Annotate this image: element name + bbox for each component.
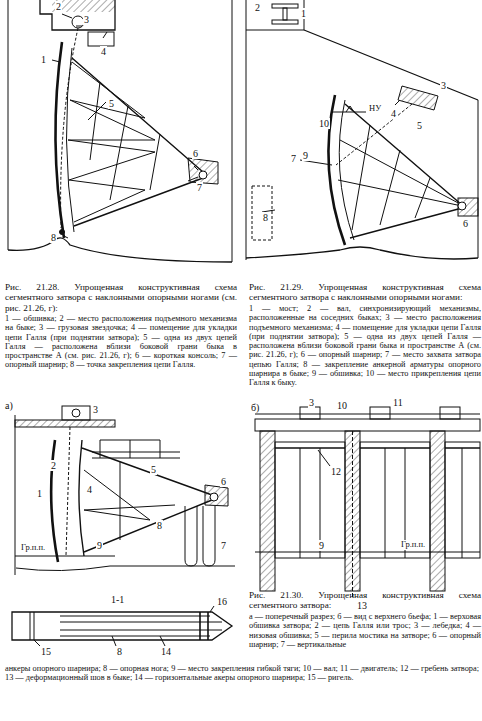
callout-number: 2 [55,1,62,12]
callout-number: 3 [92,404,99,415]
callout-number: 13 [356,600,368,611]
callout-number: 6 [220,476,227,487]
callout-number: 3 [83,14,90,25]
callout-number: 2 [50,460,57,471]
caption-text: а — поперечный разрез; б — вид с верхнег… [248,612,482,649]
callout-number: 9 [318,540,325,551]
callout-number: 11 [392,397,404,408]
callout-number: 4 [390,108,397,119]
callout-number: 5 [108,98,115,109]
caption-text: 1 — мост; 2 — вал, синхронизирующий меха… [248,304,482,388]
callout-number: 7 [290,153,297,164]
callout-number: 1 [40,54,47,65]
callout-number: 4 [86,484,93,495]
caption-text: 1 — обшивка; 2 — место расположения подъ… [4,314,238,370]
fig-21-29 [246,0,478,260]
section-1-1 [12,606,232,646]
callout-number: Гр.п.п. [400,540,426,550]
fig-21-30-b [255,407,480,598]
caption-text: Рис. 21.30. Упрощенная конструктивная сх… [248,590,482,611]
callout-number: 5 [150,464,157,475]
callout-number: 6 [462,218,469,229]
callout-number: 15 [40,646,52,657]
callout-number: 1 [300,8,307,19]
fig-21-30-a [15,406,235,575]
caption-text: Рис. 21.29. Упрощенная конструктивная сх… [248,282,482,303]
fig-21-28 [8,0,232,262]
callout-number: 4 [100,46,107,57]
callout-number: 10 [318,118,330,129]
callout-number: 7 [220,540,227,551]
caption-text: анкеры опорного шарнира; 8 — опорная ног… [4,664,480,683]
callout-number: 8 [156,520,163,531]
caption-text: Рис. 21.28. Упрощенная конструктивная сх… [4,282,238,313]
callout-number: 1 [36,488,43,499]
callout-number: 2 [254,2,261,13]
callout-number: Гр.п.п. [20,543,46,553]
callout-number: а) [4,400,14,411]
callout-number: 3 [440,80,447,91]
callout-number: 1-1 [110,594,125,605]
callout-number: 8 [116,646,123,657]
callout-number: 14 [160,646,172,657]
callout-number: НУ [368,104,382,114]
callout-number: 12 [330,466,342,477]
callout-number: 9 [96,540,103,551]
callout-number: 5 [416,120,423,131]
callout-number: 9 [302,150,309,161]
callout-number: 7 [196,182,203,193]
callout-number: 6 [192,148,199,159]
callout-number: б) [250,402,260,413]
callout-number: 16 [216,596,228,607]
callout-number: 8 [262,212,269,223]
callout-number: 3 [308,397,315,408]
callout-number: 10 [336,400,348,411]
callout-number: 8 [50,232,57,243]
